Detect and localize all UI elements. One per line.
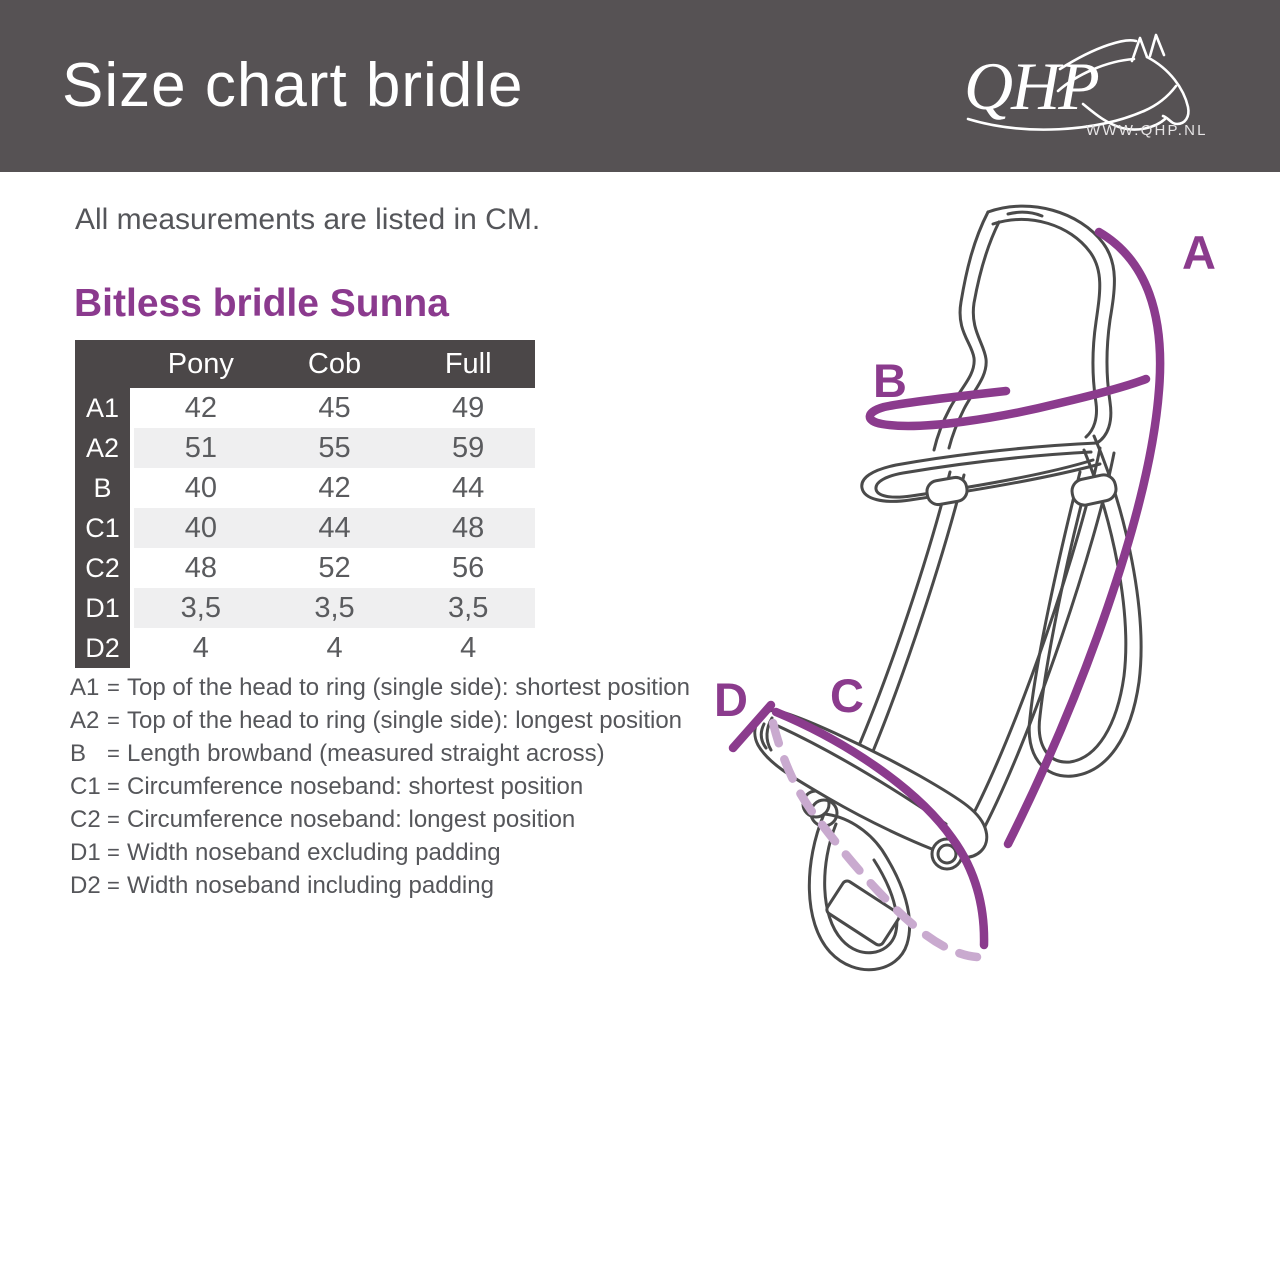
diagram-label-d: D: [714, 673, 748, 726]
table-gap: [130, 388, 134, 668]
table-header-row: Pony Cob Full: [75, 340, 535, 388]
diagram-label-a: A: [1182, 226, 1216, 279]
legend-equals: =: [107, 674, 120, 700]
legend-key: D2: [70, 871, 101, 899]
cell-b-full: 44: [452, 471, 485, 504]
row-label: C2: [85, 552, 120, 583]
row-label: A2: [85, 432, 120, 463]
diagram-label-c: C: [830, 669, 864, 722]
legend-equals: =: [107, 806, 120, 832]
measure-line-c-dashed: [768, 718, 982, 962]
legend-equals: =: [107, 740, 120, 766]
legend-item: C1 = Circumference noseband: shortest po…: [70, 770, 690, 803]
table-rows: 42 45 49 51 55 59 40 42 44 40 44 48: [134, 388, 535, 668]
row-label: A1: [85, 392, 120, 423]
row-label: B: [93, 472, 112, 503]
cheek-buckle-right: [1070, 473, 1118, 507]
diagram-label-b: B: [873, 354, 907, 407]
cell-c1-cob: 44: [318, 511, 351, 544]
page-title: Size chart bridle: [62, 51, 524, 120]
cell-b-cob: 42: [318, 471, 351, 504]
row-label-column: A1 A2 B C1 C2 D1 D2: [75, 388, 130, 668]
legend-text: Width noseband including padding: [127, 871, 494, 899]
legend-text: Length browband (measured straight acros…: [127, 739, 605, 767]
measurement-legend: A1 = Top of the head to ring (single sid…: [70, 671, 690, 902]
table-row: 40 42 44: [134, 468, 535, 508]
table-row: 40 44 48: [134, 508, 535, 548]
measure-line-b: [865, 374, 1151, 431]
table-row: 4 4 4: [134, 628, 535, 668]
legend-item: D2 = Width noseband including padding: [70, 869, 690, 902]
cell-a2-cob: 55: [318, 431, 351, 464]
legend-text: Top of the head to ring (single side): s…: [127, 673, 690, 701]
legend-equals: =: [107, 773, 120, 799]
table-row: 42 45 49: [134, 388, 535, 428]
column-header-pony: Pony: [167, 347, 234, 380]
cell-d2-cob: 4: [326, 631, 343, 664]
bridle-browband: [860, 441, 1102, 503]
measure-line-d: [728, 700, 776, 753]
row-label: D1: [85, 592, 120, 623]
legend-text: Width noseband excluding padding: [127, 838, 501, 866]
cell-d2-pony: 4: [192, 631, 209, 664]
table-corner-cell: [75, 340, 134, 388]
legend-item: A2 = Top of the head to ring (single sid…: [70, 704, 690, 737]
logo-url: WWW.QHP.NL: [1086, 122, 1208, 139]
measure-line-c: [771, 707, 989, 950]
cheek-buckle-left: [925, 475, 969, 507]
qhp-logo: QHP WWW.QHP.NL: [964, 31, 1214, 141]
measurements-note: All measurements are listed in CM.: [75, 203, 541, 236]
legend-equals: =: [107, 872, 120, 898]
cell-d2-full: 4: [460, 631, 477, 664]
legend-item: B = Length browband (measured straight a…: [70, 737, 690, 770]
legend-text: Top of the head to ring (single side): l…: [127, 706, 683, 734]
cell-d1-pony: 3,5: [180, 591, 221, 624]
legend-item: C2 = Circumference noseband: longest pos…: [70, 803, 690, 836]
cell-a2-pony: 51: [184, 431, 217, 464]
horse-head-icon: [966, 33, 1190, 131]
column-header-cob: Cob: [307, 347, 362, 380]
cell-c2-pony: 48: [184, 551, 217, 584]
cell-d1-full: 3,5: [448, 591, 489, 624]
legend-equals: =: [107, 707, 120, 733]
cell-a1-full: 49: [452, 391, 485, 424]
column-header-full: Full: [444, 347, 492, 380]
product-title: Bitless bridle Sunna: [74, 282, 449, 325]
table-row: 51 55 59: [134, 428, 535, 468]
legend-key: C2: [70, 805, 101, 833]
legend-key: C1: [70, 772, 101, 800]
cell-a2-full: 59: [452, 431, 485, 464]
legend-key: D1: [70, 838, 101, 866]
cell-c2-full: 56: [452, 551, 485, 584]
table-row: 48 52 56: [134, 548, 535, 588]
legend-key: B: [70, 739, 87, 767]
row-label: C1: [85, 512, 120, 543]
qhp-logo-text: QHP: [964, 48, 1098, 124]
legend-text: Circumference noseband: longest position: [127, 805, 576, 833]
cell-c1-full: 48: [452, 511, 485, 544]
table-body: A1 A2 B C1 C2 D1 D2 42 45 49 51 55 59: [75, 388, 535, 668]
table-row: 3,5 3,5 3,5: [134, 588, 535, 628]
legend-key: A2: [70, 706, 100, 734]
measure-line-a: [1003, 227, 1165, 849]
legend-equals: =: [107, 839, 120, 865]
qhp-logo-graphic: QHP WWW.QHP.NL: [964, 33, 1208, 139]
bridle-crownpiece: [932, 204, 1116, 452]
legend-key: A1: [70, 673, 100, 701]
cell-a1-cob: 45: [318, 391, 351, 424]
legend-text: Circumference noseband: shortest positio…: [127, 772, 584, 800]
bridle-chin-strap: [807, 812, 912, 972]
cell-c1-pony: 40: [184, 511, 217, 544]
cell-d1-cob: 3,5: [314, 591, 355, 624]
legend-item: D1 = Width noseband excluding padding: [70, 836, 690, 869]
cell-c2-cob: 52: [318, 551, 351, 584]
header-banner: Size chart bridle QHP WWW.QHP.NL: [0, 0, 1280, 172]
bridle-diagram: A B C D: [714, 204, 1216, 972]
row-label: D2: [85, 632, 120, 663]
cell-a1-pony: 42: [184, 391, 217, 424]
legend-item: A1 = Top of the head to ring (single sid…: [70, 671, 690, 704]
size-table: Pony Cob Full A1 A2 B C1 C2 D1 D2 42 45 …: [75, 340, 535, 668]
cell-b-pony: 40: [184, 471, 217, 504]
